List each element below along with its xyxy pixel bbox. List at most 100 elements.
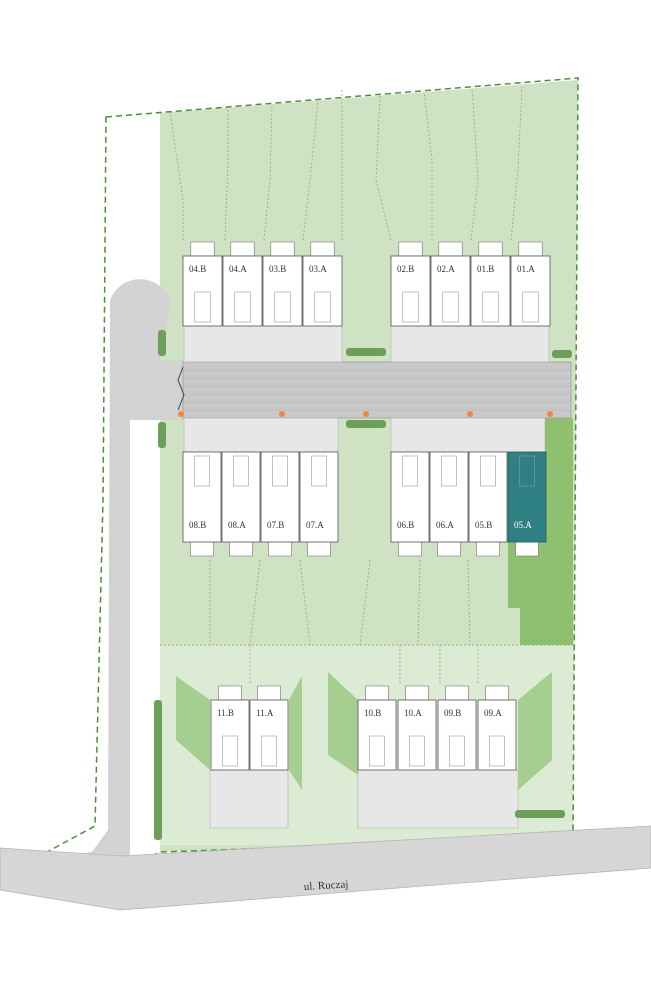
unit-label: 06.B [397, 520, 414, 530]
unit-10-a[interactable]: 10.A [397, 685, 437, 771]
unit-label: 08.A [228, 520, 246, 530]
unit-08-b[interactable]: 08.B [182, 451, 222, 557]
unit-body [260, 451, 300, 543]
unit-04-a[interactable]: 04.A [222, 241, 263, 327]
unit-label: 05.A [514, 520, 532, 530]
terrace [398, 541, 422, 557]
terrace [190, 241, 215, 257]
unit-label: 03.B [269, 264, 286, 274]
driveways [183, 325, 550, 829]
unit-03-b[interactable]: 03.B [262, 241, 303, 327]
south-garden-strips [176, 672, 552, 790]
terrace [405, 685, 429, 701]
street-label: ul. Ruczaj [303, 878, 348, 893]
unit-body [470, 255, 511, 327]
terrace [229, 541, 253, 557]
unit-label: 06.A [436, 520, 454, 530]
unit-body [222, 255, 263, 327]
unit-label: 11.B [217, 708, 234, 718]
terrace [270, 241, 295, 257]
unit-label: 07.A [306, 520, 324, 530]
unit-body [429, 451, 469, 543]
unit-08-a[interactable]: 08.A [221, 451, 261, 557]
garage-marker [194, 455, 210, 487]
unit-body [468, 451, 508, 543]
garage-marker [222, 735, 238, 767]
unit-01-b[interactable]: 01.B [470, 241, 511, 327]
unit-body [299, 451, 339, 543]
unit-02-b[interactable]: 02.B [390, 241, 431, 327]
garage-marker [519, 455, 535, 487]
garage-marker [449, 735, 465, 767]
unit-label: 10.A [404, 708, 422, 718]
garage-marker [274, 291, 291, 323]
unit-04-b[interactable]: 04.B [182, 241, 223, 327]
unit-body [477, 699, 517, 771]
terrace [515, 541, 539, 557]
garage-marker [480, 455, 496, 487]
unit-label: 08.B [189, 520, 206, 530]
unit-05-a[interactable]: 05.A [507, 451, 547, 557]
unit-body [357, 699, 397, 771]
garage-marker [233, 455, 249, 487]
garage-marker [402, 455, 418, 487]
unit-label: 04.B [189, 264, 206, 274]
terrace [478, 241, 503, 257]
unit-label: 07.B [267, 520, 284, 530]
garage-marker [409, 735, 425, 767]
unit-label: 01.A [517, 264, 535, 274]
unit-06-b[interactable]: 06.B [390, 451, 430, 557]
unit-body [390, 255, 431, 327]
terrace [310, 241, 335, 257]
unit-label: 01.B [477, 264, 494, 274]
unit-label: 04.A [229, 264, 247, 274]
unit-11-a[interactable]: 11.A [249, 685, 289, 771]
garage-marker [441, 455, 457, 487]
unit-body [221, 451, 261, 543]
terrace [398, 241, 423, 257]
access-road [20, 279, 184, 881]
lamps [178, 411, 553, 417]
unit-09-a[interactable]: 09.A [477, 685, 517, 771]
garage-marker [314, 291, 331, 323]
unit-body [262, 255, 303, 327]
unit-09-b[interactable]: 09.B [437, 685, 477, 771]
unit-label: 10.B [364, 708, 381, 718]
unit-body [210, 699, 250, 771]
garage-marker [489, 735, 505, 767]
unit-01-a[interactable]: 01.A [510, 241, 551, 327]
unit-07-a[interactable]: 07.A [299, 451, 339, 557]
unit-05-b[interactable]: 05.B [468, 451, 508, 557]
terrace [190, 541, 214, 557]
unit-body [249, 699, 289, 771]
unit-body [430, 255, 471, 327]
unit-07-b[interactable]: 07.B [260, 451, 300, 557]
plot-lines [160, 84, 573, 685]
terrace [437, 541, 461, 557]
garage-marker [311, 455, 327, 487]
terrace [476, 541, 500, 557]
terrace [438, 241, 463, 257]
unit-label: 02.B [397, 264, 414, 274]
hedges [154, 330, 572, 840]
unit-03-a[interactable]: 03.A [302, 241, 343, 327]
site-boundary [34, 77, 579, 879]
terrace [365, 685, 389, 701]
garage-marker [369, 735, 385, 767]
garage-marker [522, 291, 539, 323]
unit-11-b[interactable]: 11.B [210, 685, 250, 771]
garage-marker [402, 291, 419, 323]
unit-label: 02.A [437, 264, 455, 274]
unit-body [182, 451, 222, 543]
unit-06-a[interactable]: 06.A [429, 451, 469, 557]
street [0, 825, 651, 911]
garage-marker [482, 291, 499, 323]
unit-label: 11.A [256, 708, 274, 718]
garage-marker [442, 291, 459, 323]
terrace [518, 241, 543, 257]
unit-02-a[interactable]: 02.A [430, 241, 471, 327]
unit-body [507, 451, 547, 543]
unit-10-b[interactable]: 10.B [357, 685, 397, 771]
